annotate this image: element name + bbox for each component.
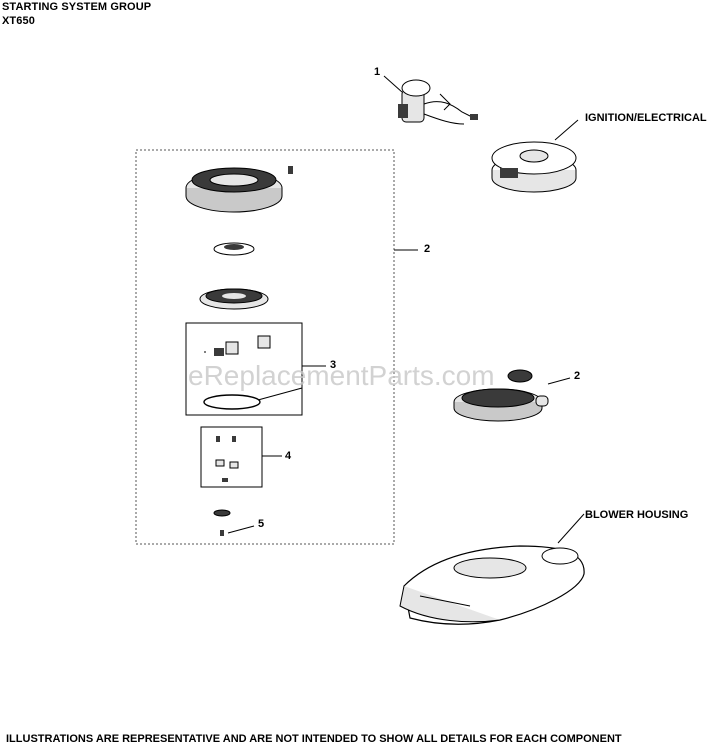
starter-solenoid-part[interactable]: [383, 75, 478, 125]
hardware-kit-part[interactable]: [215, 436, 239, 482]
model-number: XT650: [2, 15, 35, 27]
recoil-spring-part[interactable]: [213, 242, 255, 256]
blower-housing-part[interactable]: [399, 513, 585, 625]
watermark: eReplacementParts.com: [188, 360, 495, 391]
pawl-kit-part[interactable]: [203, 335, 303, 410]
page-title: STARTING SYSTEM GROUP: [2, 1, 152, 13]
callout-1: 1: [374, 66, 381, 78]
ignition-flywheel-part[interactable]: [491, 119, 579, 193]
callout-5: 5: [258, 518, 265, 530]
starter-kit-box: [135, 149, 395, 545]
ignition-electrical-label[interactable]: IGNITION/ELECTRICAL: [585, 112, 707, 124]
callout-2-assembly: 2: [574, 370, 581, 382]
callout-2-kit: 2: [424, 243, 431, 255]
pawl-kit-box: [185, 322, 303, 416]
screw-part[interactable]: [213, 509, 255, 536]
starter-assembly-part[interactable]: [453, 369, 571, 422]
starter-cup-part[interactable]: [185, 166, 293, 213]
callout-3: 3: [330, 359, 337, 371]
callout-4: 4: [285, 450, 292, 462]
pulley-part[interactable]: [199, 288, 269, 310]
hardware-kit-box: [200, 426, 263, 488]
blower-housing-label[interactable]: BLOWER HOUSING: [585, 509, 689, 521]
disclaimer-footer: ILLUSTRATIONS ARE REPRESENTATIVE AND ARE…: [6, 733, 622, 745]
